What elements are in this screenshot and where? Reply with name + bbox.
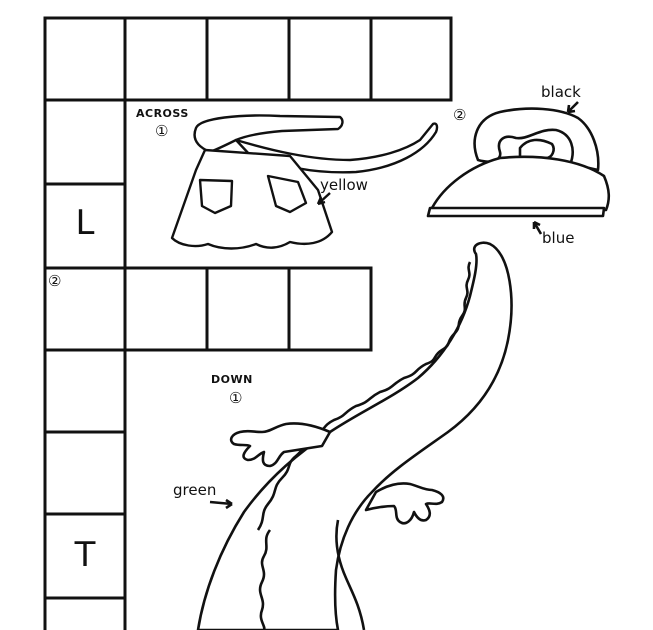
down-1-number: ①	[229, 389, 243, 407]
across-heading: ACROSS	[136, 107, 189, 120]
iron-handle-color-label: black	[541, 83, 581, 101]
grid-clue-number-2: ②	[48, 272, 62, 290]
grid-letter-t: T	[74, 535, 96, 575]
iron-base-color-label: blue	[542, 229, 575, 247]
across-2-number: ②	[453, 106, 467, 124]
down-heading: DOWN	[211, 373, 253, 386]
across-1-number: ①	[155, 122, 169, 140]
alligator-color-label: green	[173, 481, 217, 499]
grid-cell-across2-4	[287, 266, 373, 352]
apron-color-label: yellow	[320, 176, 368, 194]
grid-cell-across1-5	[369, 16, 453, 102]
grid-letter-l: L	[75, 203, 95, 243]
